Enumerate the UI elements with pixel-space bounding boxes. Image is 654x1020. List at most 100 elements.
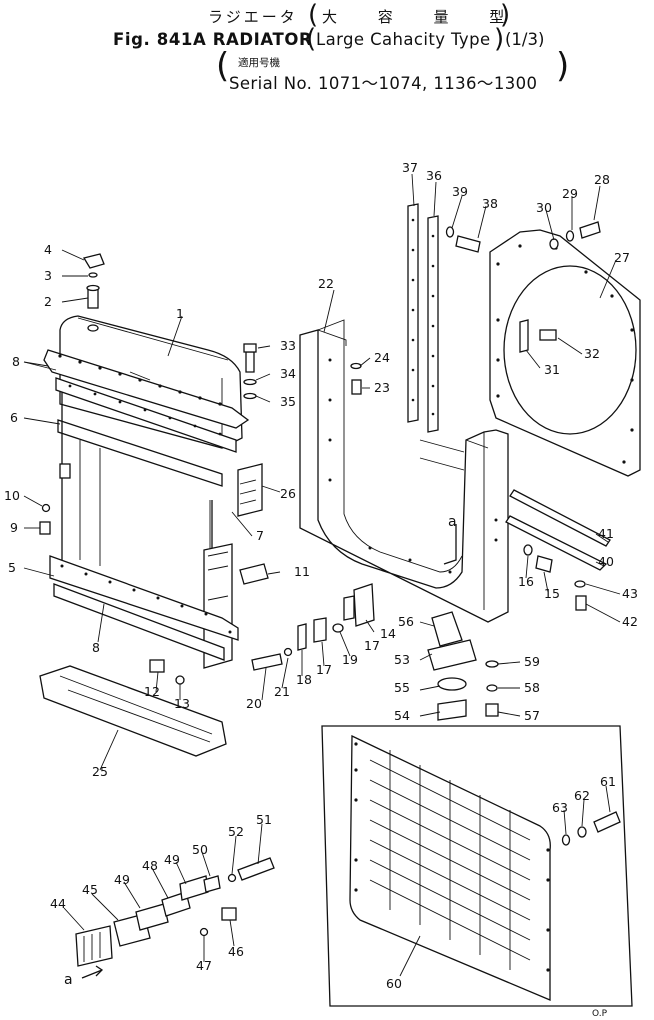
callout-39: 39 [452, 184, 468, 199]
washer-59 [485, 660, 499, 668]
bottom-plate-ribs [59, 675, 213, 743]
callout-26: 26 [280, 486, 296, 501]
view-marker-a-top: a [448, 514, 457, 530]
callout-22: 22 [318, 276, 334, 291]
washer-16 [523, 544, 533, 556]
view-a-arrow-top [443, 524, 457, 565]
callout-55: 55 [394, 680, 410, 695]
page-reference: (1/3) [505, 30, 545, 49]
bolt-51 [237, 857, 275, 881]
frame-outer [299, 329, 509, 623]
bolt-23 [351, 379, 362, 395]
callout-60: 60 [386, 976, 402, 991]
callout-61: 61 [600, 774, 616, 789]
callout-50: 50 [192, 842, 208, 857]
callout-labels: 1 2 3 4 5 6 7 8 8 9 10 11 12 13 14 15 16… [4, 160, 638, 1019]
detail-frame [321, 725, 633, 1007]
mount-parts [251, 583, 499, 721]
callout-56: 56 [398, 614, 414, 629]
callout-40: 40 [598, 554, 614, 569]
callout-32: 32 [584, 346, 600, 361]
shroud-plate-outline [489, 229, 641, 477]
callout-16: 16 [518, 574, 534, 589]
callout-15: 15 [544, 586, 560, 601]
view-marker-a-bottom: a [64, 972, 73, 988]
bracket-26-ribs [239, 479, 257, 505]
callout-5: 5 [8, 560, 16, 575]
paren-left-2: ( [306, 24, 317, 54]
callout-6: 6 [10, 410, 18, 425]
fan-opening [503, 265, 637, 435]
callout-2: 2 [44, 294, 52, 309]
washer-24 [350, 362, 362, 370]
plate-49a [135, 903, 169, 931]
callout-42: 42 [622, 614, 638, 629]
callout-20: 20 [246, 696, 262, 711]
callout-54: 54 [394, 708, 410, 723]
callout-57: 57 [524, 708, 540, 723]
frame-right-edge [465, 432, 489, 610]
leader-lines [23, 173, 621, 977]
bracket-44 [75, 925, 113, 967]
callout-47: 47 [196, 958, 212, 973]
washer-29 [565, 230, 575, 242]
callout-4: 4 [44, 242, 52, 257]
seal-strips [407, 203, 481, 433]
lower-gasket [53, 583, 225, 661]
washer-58 [486, 684, 498, 692]
callout-12: 12 [144, 684, 160, 699]
upper-seal [57, 419, 223, 487]
applicable-japanese: 適用号機 [238, 57, 280, 69]
mount-bracket-56 [431, 611, 463, 647]
cushion-55 [437, 677, 467, 691]
callout-21: 21 [274, 684, 290, 699]
callout-62: 62 [574, 788, 590, 803]
filler-neck-top [86, 284, 100, 292]
plate-18 [297, 623, 307, 651]
flange-holes-upper [58, 354, 222, 436]
callout-48: 48 [142, 858, 158, 873]
washer-30 [549, 238, 559, 250]
callout-1: 1 [176, 306, 184, 321]
callout-53: 53 [394, 652, 410, 667]
callout-9: 9 [10, 520, 18, 535]
washer-52 [227, 873, 237, 883]
callout-44: 44 [50, 896, 66, 911]
bolt-61 [593, 811, 621, 833]
callout-14: 14 [380, 626, 396, 641]
callout-29: 29 [562, 186, 578, 201]
footer-code: O.P [592, 1009, 608, 1019]
strip-37 [407, 203, 419, 423]
callout-17b: 17 [364, 638, 380, 653]
frame-edges [299, 329, 347, 528]
callout-13: 13 [174, 696, 190, 711]
frame-stiffeners [419, 439, 465, 471]
strip-36 [427, 215, 439, 433]
callout-46: 46 [228, 944, 244, 959]
washer-21 [283, 647, 293, 657]
type-japanese: 大 容 量 型 [322, 8, 523, 26]
figure-title: Fig. 841A RADIATOR [113, 30, 313, 49]
radiator-cap [82, 253, 105, 269]
serial-range: Serial No. 1071～1074, 1136～1300 [229, 74, 538, 93]
frame-inner-curve [317, 319, 463, 573]
callout-25: 25 [92, 764, 108, 779]
filler-seat [87, 324, 99, 332]
callout-30: 30 [536, 200, 552, 215]
strip-holes [411, 218, 435, 416]
washer-10 [41, 503, 51, 513]
bolt-32 [539, 329, 557, 341]
bolt-42 [575, 595, 587, 611]
callout-34: 34 [280, 366, 296, 381]
bolt-20 [251, 653, 283, 671]
paren-right-2: ) [494, 24, 505, 54]
clip-17a [313, 617, 327, 643]
callout-45: 45 [82, 882, 98, 897]
callout-49a: 49 [114, 872, 130, 887]
bottom-plate-25 [39, 665, 227, 757]
bolt-38 [455, 235, 481, 253]
type-english: Large Cahacity Type [316, 30, 491, 49]
callout-3: 3 [44, 268, 52, 283]
screen-detail-box [321, 725, 633, 1007]
